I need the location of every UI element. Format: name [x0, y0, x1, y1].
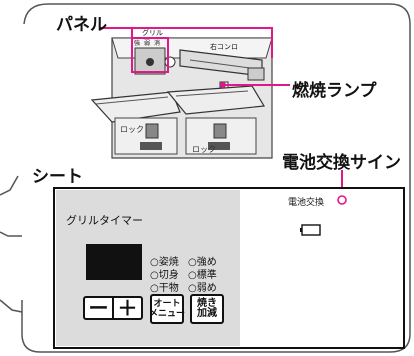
mode-kirimi: ○切身 — [150, 270, 179, 281]
minus-label: ー — [88, 296, 109, 320]
yaki-adjust-button[interactable]: 焼き 加減 — [190, 294, 224, 324]
outer-frame — [21, 3, 411, 353]
battery-text: 電池交換 — [288, 198, 325, 208]
battery-icon — [301, 224, 321, 236]
mark-weak: 弱 — [144, 40, 151, 47]
left-bracket-mid — [0, 231, 22, 237]
left-drawer-base — [140, 142, 162, 150]
right-drawer-base — [208, 142, 230, 150]
timer-title: グリルタイマー — [66, 214, 143, 227]
burner-lamp-label: 燃焼ランプ — [292, 81, 377, 101]
auto-menu-label: オート メニュー — [149, 299, 186, 319]
mode-hyojun: ○標準 — [188, 270, 217, 281]
timer-display — [86, 244, 142, 280]
mark-strong: 強 — [134, 40, 141, 47]
plus-button[interactable]: ＋ — [113, 296, 143, 320]
grill-small-label: グリル — [142, 29, 163, 37]
left-bracket-top — [0, 175, 19, 196]
plus-label: ＋ — [117, 296, 138, 320]
battery-lamp-icon — [337, 195, 347, 205]
right-cover-plate — [166, 85, 266, 115]
knob-highlight — [131, 37, 169, 73]
left-knob-area — [134, 47, 166, 75]
knob-ring — [164, 56, 176, 68]
mode-sugatayaki: ○姿焼 — [150, 257, 179, 268]
right-burner-label: 右コンロ — [210, 43, 238, 51]
right-cover-inner — [175, 90, 249, 97]
right-rail-end — [247, 67, 265, 81]
left-knob — [146, 58, 154, 66]
minus-button[interactable]: ー — [83, 296, 113, 320]
right-rail-line — [189, 59, 251, 69]
mode-himono: ○干物 — [150, 283, 179, 294]
svg-text:ロック: ロック — [192, 145, 216, 154]
yaki-adjust-label: 焼き 加減 — [197, 298, 217, 319]
right-drawer-knob — [213, 123, 227, 139]
left-drawer-knob — [145, 123, 159, 139]
panel-highlight-line — [131, 27, 273, 58]
svg-text:ロック: ロック — [120, 125, 144, 134]
auto-menu-button[interactable]: オート メニュー — [149, 294, 186, 324]
left-bracket-bottom — [0, 299, 23, 313]
left-cover-inner — [95, 96, 169, 105]
panel-label: パネル — [56, 15, 107, 35]
mode-tsuyome: ○強め — [188, 257, 217, 268]
mode-yowame: ○弱め — [188, 283, 217, 294]
battery-sign-label: 電池交換サイン — [282, 153, 401, 173]
sheet-label: シート — [32, 167, 83, 187]
mark-off: 消 — [154, 40, 161, 47]
left-cover-plate — [90, 91, 181, 123]
battery-tip-icon — [300, 228, 302, 232]
